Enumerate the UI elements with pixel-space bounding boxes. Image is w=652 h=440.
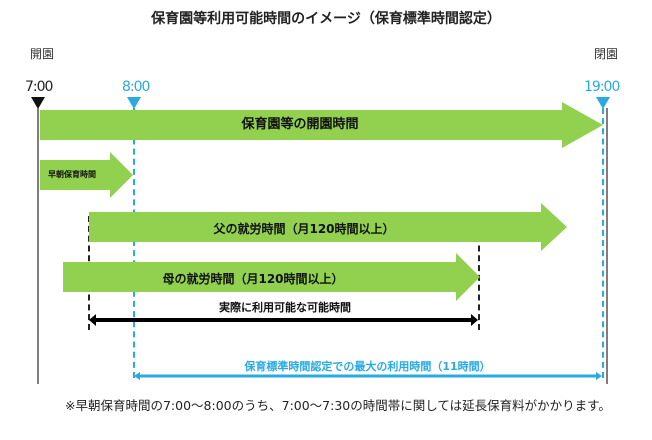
mother-work-label: 母の就労時間（月120時間以上） xyxy=(162,272,344,286)
open-label: 開園 xyxy=(30,47,55,61)
actual-end-line xyxy=(478,216,480,330)
start-time-line xyxy=(133,108,135,378)
close-time-line xyxy=(606,108,608,384)
open-time-line xyxy=(37,108,39,384)
diagram-title: 保育園等利用可能時間のイメージ（保育標準時間認定） xyxy=(151,11,501,27)
mother-work-arrow xyxy=(63,253,480,301)
nursery-open-hours-arrow xyxy=(40,102,603,148)
end-time-line xyxy=(602,108,604,378)
actual-span-label: 実際に利用可能な可能時間 xyxy=(219,301,351,314)
open-time-marker-icon xyxy=(31,97,45,109)
nursery-open-hours-label: 保育園等の開園時間 xyxy=(241,117,359,132)
father-work-arrow xyxy=(89,203,567,251)
start-time-label: 8:00 xyxy=(122,79,150,95)
early-care-label: 早朝保育時間 xyxy=(48,170,96,179)
footnote: ※早朝保育時間の7:00～8:00のうち、7:00～7:30の時間帯に関しては延… xyxy=(65,398,611,413)
end-time-label: 19:00 xyxy=(584,79,620,95)
open-time-label: 7:00 xyxy=(25,79,53,95)
early-care-arrow xyxy=(40,152,133,198)
end-time-marker-icon xyxy=(596,97,610,109)
father-work-label: 父の就労時間（月120時間以上） xyxy=(213,222,395,236)
start-time-marker-icon xyxy=(127,97,141,109)
actual-span-arrow xyxy=(89,314,478,326)
max-span-arrow xyxy=(134,372,602,380)
close-label: 閉園 xyxy=(594,47,619,61)
max-span-label: 保育標準時間認定での最大の利用時間（11時間） xyxy=(244,360,491,373)
